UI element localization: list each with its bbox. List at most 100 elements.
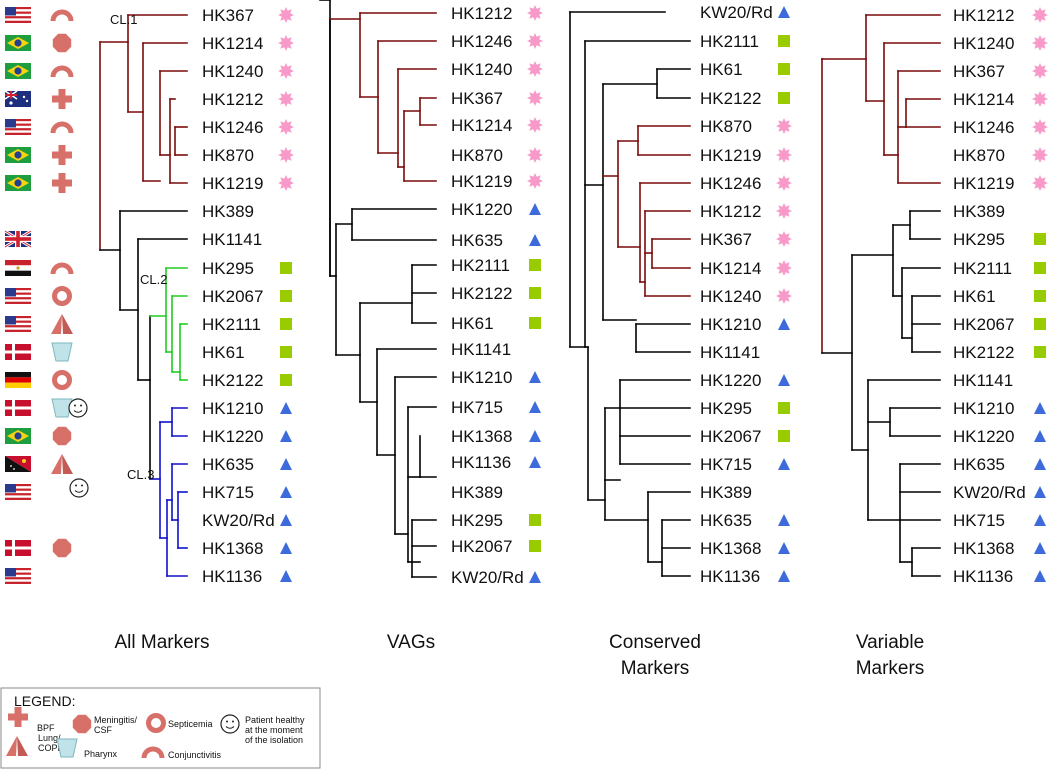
triangle-marker — [280, 542, 292, 554]
leaf-label-hk2067: HK2067 — [202, 287, 263, 306]
png-flag-icon — [5, 456, 31, 472]
brazil-flag-icon — [5, 428, 31, 444]
leaf-label-hk1136: HK1136 — [451, 453, 511, 472]
leaf-label-hk61: HK61 — [700, 60, 743, 79]
legend-item-meningitis-label: Meningitis/ — [94, 715, 138, 725]
smiley-face-icon — [220, 714, 240, 734]
triangle-marker — [280, 402, 292, 414]
leaf-label-hk61: HK61 — [451, 314, 494, 333]
cluster-label-2: CL.2 — [140, 272, 167, 287]
star-marker — [527, 117, 543, 133]
leaf-label-hk367: HK367 — [451, 89, 503, 108]
square-marker — [280, 290, 292, 302]
leaf-label-hk1246: HK1246 — [451, 32, 512, 51]
triangle-marker — [778, 570, 790, 582]
tree-branches — [569, 11, 691, 577]
tree-branches — [319, 0, 437, 578]
leaf-label-hk61: HK61 — [202, 343, 245, 362]
star-marker — [527, 33, 543, 49]
triangle-marker — [1034, 486, 1046, 498]
leaf-label-hk2122: HK2122 — [202, 371, 263, 390]
leaf-label-hk1219: HK1219 — [953, 174, 1014, 193]
leaf-label-hk635: HK635 — [202, 455, 254, 474]
star-marker — [527, 147, 543, 163]
triangle-marker — [778, 374, 790, 386]
star-marker — [776, 288, 792, 304]
leaf-label-kw20-rd: KW20/Rd — [953, 483, 1026, 502]
leaf-label-hk389: HK389 — [451, 483, 503, 502]
denmark-flag-icon — [5, 540, 31, 556]
star-marker — [1032, 91, 1048, 107]
leaf-label-hk1246: HK1246 — [953, 118, 1014, 137]
leaf-label-hk295: HK295 — [700, 399, 752, 418]
brazil-flag-icon — [5, 35, 31, 51]
leaf-label-hk1368: HK1368 — [700, 539, 761, 558]
triangle-marker — [1034, 542, 1046, 554]
uk-flag-icon — [4, 229, 32, 249]
usa-flag-icon — [5, 484, 31, 500]
denmark-flag-icon — [5, 344, 31, 360]
brazil-flag-icon — [5, 63, 31, 79]
tree-branches — [99, 14, 188, 577]
denmark-flag-icon — [5, 400, 31, 416]
legend-title: LEGEND: — [14, 693, 75, 709]
leaf-label-hk1220: HK1220 — [953, 427, 1014, 446]
triangle-marker — [529, 203, 541, 215]
leaf-label-hk635: HK635 — [451, 231, 503, 250]
cluster-label-1: CL.1 — [110, 12, 137, 27]
septicemia-ring-icon — [52, 286, 72, 306]
triangle-marker — [529, 371, 541, 383]
star-marker — [1032, 35, 1048, 51]
square-marker — [280, 374, 292, 386]
leaf-label-hk389: HK389 — [953, 202, 1005, 221]
leaf-label-hk1219: HK1219 — [202, 174, 263, 193]
septicemia-ring-icon — [52, 370, 72, 390]
leaf-label-hk1210: HK1210 — [700, 315, 761, 334]
square-marker — [529, 540, 541, 552]
leaf-label-hk715: HK715 — [202, 483, 254, 502]
leaf-label-hk1214: HK1214 — [451, 116, 512, 135]
lung-tent-icon — [51, 314, 73, 334]
leaf-label-hk1214: HK1214 — [953, 90, 1014, 109]
square-marker — [1034, 318, 1046, 330]
leaf-label-hk870: HK870 — [953, 146, 1005, 165]
leaf-label-hk715: HK715 — [451, 398, 503, 417]
square-marker — [778, 430, 790, 442]
legend-item-lung-label: Lung/ — [38, 733, 61, 743]
leaf-label-hk2067: HK2067 — [700, 427, 761, 446]
triangle-marker — [778, 514, 790, 526]
panel-title: Variable — [856, 632, 924, 653]
leaf-label-hk295: HK295 — [953, 230, 1005, 249]
usa-flag-icon — [5, 7, 31, 23]
triangle-marker — [1034, 570, 1046, 582]
triangle-marker — [529, 456, 541, 468]
leaf-label-hk1246: HK1246 — [202, 118, 263, 137]
smiley-face-icon — [68, 398, 88, 418]
meningitis-octagon-icon — [52, 538, 72, 558]
lung-tent-icon — [6, 736, 28, 756]
leaf-label-hk2122: HK2122 — [700, 89, 761, 108]
leaf-label-hk1219: HK1219 — [451, 172, 512, 191]
brazil-flag-icon — [5, 147, 31, 163]
triangle-marker — [280, 458, 292, 470]
bpf-cross-icon — [52, 173, 72, 193]
legend-item-septicemia-label: Septicemia — [168, 719, 213, 729]
leaf-label-hk870: HK870 — [451, 146, 503, 165]
leaf-label-hk1368: HK1368 — [451, 427, 512, 446]
leaf-label-hk295: HK295 — [202, 259, 254, 278]
triangle-marker — [778, 318, 790, 330]
square-marker — [280, 318, 292, 330]
leaf-label-hk715: HK715 — [953, 511, 1005, 530]
conjunctivitis-arc-icon — [50, 65, 74, 78]
leaf-label-hk1141: HK1141 — [700, 343, 760, 362]
leaf-label-hk1240: HK1240 — [953, 34, 1014, 53]
panel-conserved-markers: KW20/RdHK2111HK61HK2122HK870HK1219HK1246… — [569, 3, 792, 679]
star-marker — [776, 260, 792, 276]
leaf-label-hk367: HK367 — [700, 230, 752, 249]
star-marker — [1032, 7, 1048, 23]
star-marker — [776, 147, 792, 163]
egypt-flag-icon — [5, 260, 31, 276]
panel-title: Conserved — [609, 632, 701, 653]
pharynx-trapezoid-icon — [51, 398, 73, 418]
triangle-marker — [529, 234, 541, 246]
